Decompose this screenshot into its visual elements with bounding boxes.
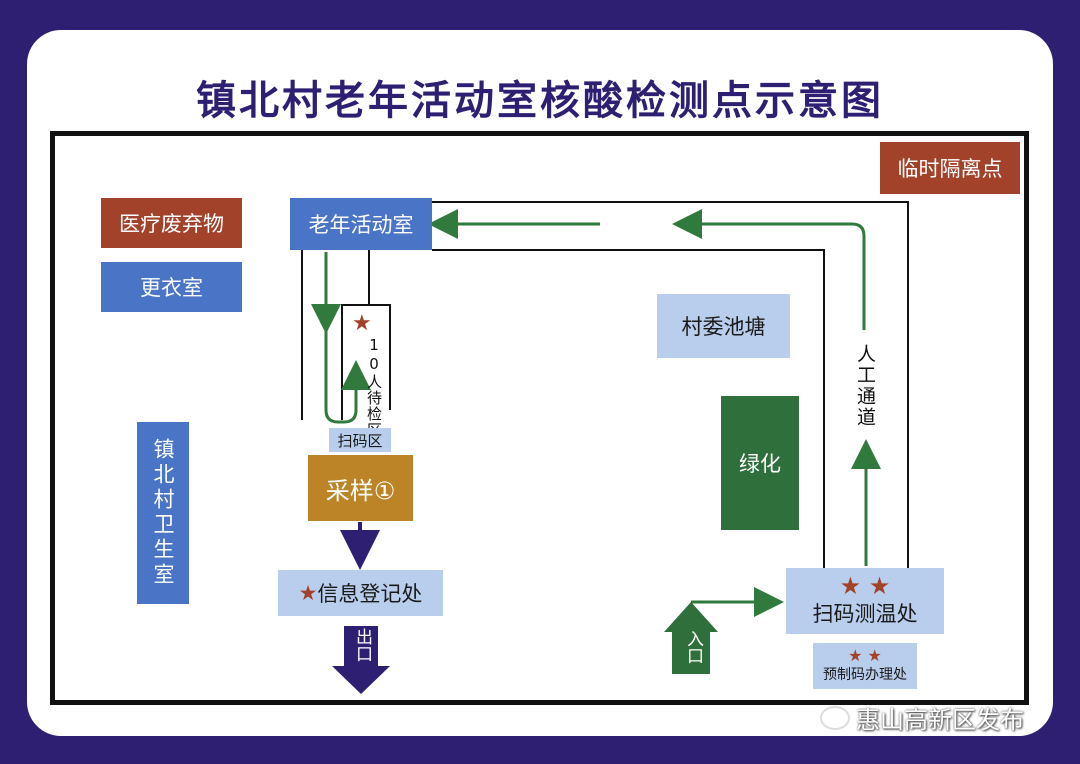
scan-temp-box: ★ ★ 扫码测温处 — [786, 568, 944, 634]
queue-u-turn — [324, 328, 371, 424]
waiting-area-star-icon: ★ — [352, 311, 372, 336]
wechat-icon — [820, 706, 850, 730]
exit-label: 出口 — [352, 628, 372, 662]
greenery-box: 绿化 — [721, 396, 799, 530]
site-boundary — [50, 131, 1029, 705]
precode-stars-icon: ★ ★ — [848, 646, 882, 665]
activity-room-box: 老年活动室 — [290, 198, 432, 250]
info-register-label: 信息登记处 — [317, 582, 423, 606]
changing-room-box: 更衣室 — [101, 262, 242, 312]
corridor-outer-wall — [432, 201, 909, 568]
corridor-inner-wall — [432, 249, 825, 568]
entrance-label: 入口 — [683, 630, 703, 664]
info-register-box: ★ 信息登记处 — [278, 570, 443, 616]
manual-channel-label: 人工通道 — [852, 342, 879, 430]
entrance-arrow-shape — [664, 602, 718, 674]
watermark-text: 惠山高新区发布 — [856, 706, 1024, 734]
precode-label: 预制码办理处 — [823, 667, 907, 683]
register-star-icon: ★ — [298, 581, 318, 605]
scan-temp-label: 扫码测温处 — [812, 602, 918, 626]
scan-temp-stars-icon: ★ ★ — [839, 572, 891, 600]
medical-waste-box: 医疗废弃物 — [101, 198, 242, 248]
sampling-station-box: 采样① — [308, 455, 413, 521]
exit-arrow-shape — [332, 626, 390, 694]
clinic-box: 镇北村卫生室 — [137, 422, 189, 604]
scan-area-label: 扫码区 — [329, 428, 391, 452]
pond-box: 村委池塘 — [657, 294, 790, 358]
corridor-arrow-right — [672, 209, 866, 330]
precode-box: ★ ★ 预制码办理处 — [813, 643, 917, 689]
diagram-title: 镇北村老年活动室核酸检测点示意图 — [196, 78, 884, 124]
isolation-box: 临时隔离点 — [880, 142, 1020, 194]
waiting-area-label: 10人待检区 — [365, 336, 383, 438]
